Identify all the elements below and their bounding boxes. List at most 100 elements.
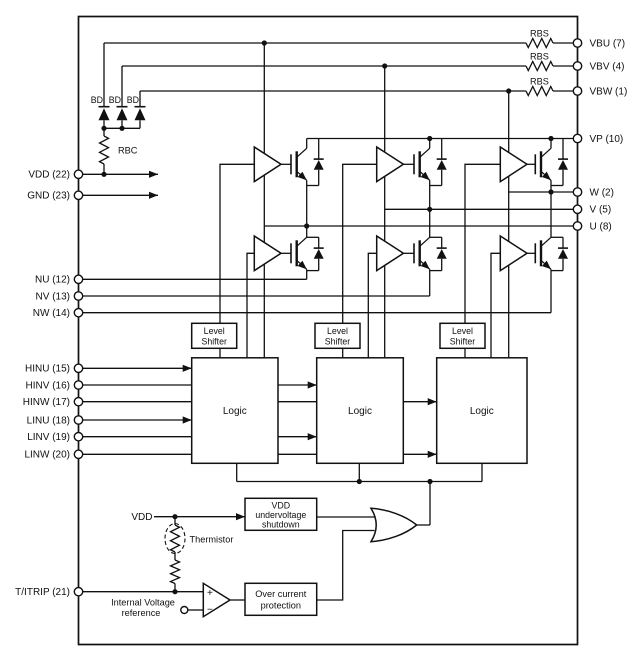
pin-label-v: V (5)	[590, 205, 612, 216]
driver-u-low	[253, 234, 283, 272]
bootstrap-diodes	[98, 105, 146, 121]
label-uv-line2: undervoltage	[255, 510, 306, 520]
driver-u-high	[253, 145, 283, 183]
igbt-v-low	[403, 209, 447, 296]
pin-label-w: W (2)	[590, 187, 614, 198]
resistor-rbs-2	[525, 60, 554, 72]
igbt-u-low	[281, 226, 324, 280]
label-rbs-3: RBS	[530, 76, 549, 86]
label-vref-line1: Internal Voltage	[111, 597, 175, 607]
pin-nw-14	[73, 307, 84, 318]
igbt-w-low	[527, 192, 568, 313]
vdd-gnd-wires	[82, 170, 158, 199]
driver-v-low	[375, 234, 405, 272]
label-ls2-line2: Shifter	[325, 336, 350, 346]
level-shifter-3	[439, 322, 486, 350]
label-rbc: RBC	[118, 145, 138, 155]
pin-u-8	[572, 221, 583, 231]
pin-vdd-22	[73, 169, 84, 180]
labels: VDD (22) GND (23) NU (12) NV (13) NW (14…	[15, 28, 627, 618]
driver-w-low	[499, 234, 529, 272]
pin-hinv-16	[73, 380, 84, 390]
pin-label-vdd: VDD (22)	[28, 170, 70, 181]
label-logic-3: Logic	[470, 406, 494, 417]
pin-titrip-21	[73, 586, 84, 597]
diode-w-low-icon	[558, 249, 568, 259]
label-vdd-internal: VDD	[131, 512, 152, 523]
label-ls2-line1: Level	[327, 326, 348, 336]
label-bd-3: BD	[127, 95, 139, 105]
ocp-block	[244, 582, 318, 617]
pin-label-vbv: VBV (4)	[590, 61, 625, 72]
gate-drivers	[253, 145, 529, 272]
pin-label-gnd: GND (23)	[27, 191, 70, 202]
label-uv-line3: shutdown	[262, 520, 300, 530]
diode-v-low-icon	[436, 249, 447, 259]
pin-label-nv: NV (13)	[36, 291, 70, 302]
igbt-v-high	[403, 138, 447, 210]
thermistor-dashed-outline	[164, 522, 186, 555]
pin-gnd-23	[73, 190, 84, 201]
bootstrap-and-input-risers	[219, 43, 510, 358]
igbt-w-high	[527, 138, 568, 192]
power-stage-rails	[82, 137, 574, 314]
pin-vp-10	[572, 133, 583, 144]
pin-linu-18	[73, 415, 84, 425]
pin-w-2	[572, 187, 583, 197]
junction-dots	[101, 40, 554, 595]
label-vref-line2: reference	[122, 608, 161, 618]
pin-hinw-17	[73, 396, 84, 407]
logic-block-1	[190, 357, 279, 465]
level-shifter-1	[190, 322, 238, 350]
driver-v-high	[375, 145, 405, 183]
label-ocp-line2: protection	[261, 601, 301, 611]
resistor-rbs-3	[525, 85, 554, 97]
pin-label-nu: NU (12)	[35, 275, 70, 286]
pin-linw-20	[73, 449, 84, 460]
igbt-u-high	[281, 138, 324, 226]
pin-label-linu: LINU (18)	[27, 415, 70, 426]
top-left-bootstrap-network	[98, 43, 141, 175]
driver-w-high	[499, 145, 529, 183]
logic-block-3	[435, 357, 528, 465]
thermistor-resistor	[169, 524, 181, 553]
label-ls3-line2: Shifter	[450, 336, 475, 346]
pin-label-vbw: VBW (1)	[590, 86, 628, 97]
comparator	[202, 581, 232, 619]
series-resistor	[168, 559, 182, 585]
pin-label-hinu: HINU (15)	[25, 364, 70, 375]
package-outline	[77, 15, 579, 646]
pin-nv-13	[73, 291, 84, 301]
label-thermistor: Thermistor	[190, 534, 234, 544]
bootstrap-rails-and-rbs	[104, 37, 574, 97]
level-shifter-2	[314, 322, 361, 350]
pin-label-nw: NW (14)	[33, 308, 70, 319]
diode-bd-1	[98, 108, 110, 121]
logic-input-wires	[82, 364, 437, 458]
diode-bd-3	[134, 108, 146, 121]
pin-linv-19	[73, 431, 84, 442]
pin-label-hinv: HINV (16)	[26, 380, 70, 391]
label-logic-1: Logic	[223, 406, 247, 417]
logic-block-2	[315, 357, 405, 465]
pin-vbw-1	[572, 86, 583, 96]
label-ls3-line1: Level	[452, 326, 473, 336]
pin-v-5	[572, 204, 583, 215]
diode-v-high-icon	[436, 160, 447, 170]
label-rbs-2: RBS	[530, 51, 549, 61]
label-uv-line1: VDD	[272, 501, 291, 511]
label-ls1-line2: Shifter	[201, 336, 226, 346]
label-bd-2: BD	[109, 95, 121, 105]
or-gate	[369, 507, 418, 543]
diode-w-high-icon	[558, 160, 568, 170]
pin-label-vp: VP (10)	[590, 134, 624, 145]
diode-u-low-icon	[313, 249, 324, 259]
resistor-rbs-1	[525, 37, 554, 49]
diode-u-high-icon	[313, 160, 324, 170]
comparator-minus-icon: −	[207, 605, 213, 616]
diode-bd-2	[116, 108, 128, 121]
right-pin-terminals	[572, 38, 583, 231]
pin-vbu-7	[572, 38, 583, 48]
vref-terminal	[180, 605, 189, 615]
